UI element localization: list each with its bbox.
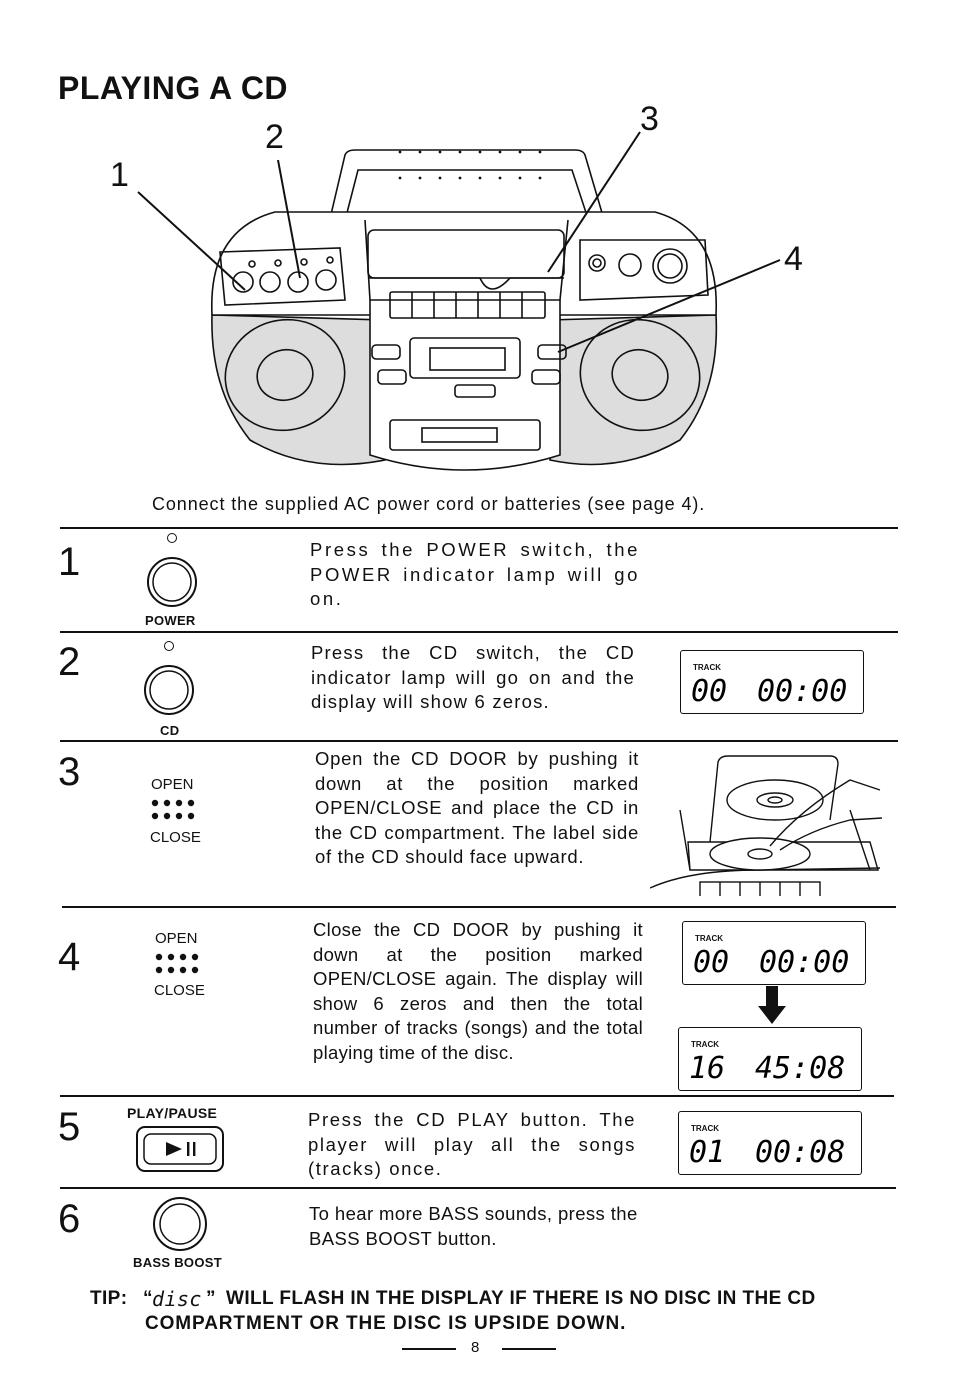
lcd-display: TRACK 00 00:00 (682, 921, 866, 985)
step-6-text: To hear more BASS sounds, press the BASS… (309, 1203, 638, 1249)
open-label: OPEN (155, 930, 198, 947)
play-pause-button-label: PLAY/PAUSE (127, 1105, 218, 1121)
lcd-time: 00:08 (755, 1135, 845, 1168)
step-number-6: 6 (58, 1197, 81, 1241)
track-label: TRACK (695, 934, 723, 943)
lcd-track: 00 (693, 945, 729, 978)
boombox-illustration (137, 131, 781, 471)
step-5-text: Press the CD PLAY button. The player wil… (308, 1109, 636, 1179)
divider (62, 906, 896, 908)
divider (60, 1095, 894, 1097)
step-4-text: Close the CD DOOR by pushing it down at … (313, 919, 643, 1063)
lcd-track: 01 (689, 1135, 725, 1168)
step-1-text: Press the POWER switch, the POWER indica… (310, 539, 640, 609)
arrow-down-icon (758, 986, 786, 1024)
power-button-icon (147, 533, 197, 607)
close-label: CLOSE (154, 982, 205, 999)
lcd-time: 45:08 (755, 1051, 845, 1084)
lcd-digits: 00 00:00 (693, 945, 849, 978)
step-number-3: 3 (58, 750, 81, 794)
bass-boost-button-label: BASS BOOST (133, 1255, 222, 1270)
tip-close-quote: ” (206, 1288, 216, 1309)
power-button-label: POWER (145, 613, 196, 628)
open-label: OPEN (151, 776, 194, 793)
lcd-digits: 00 00:00 (691, 674, 847, 707)
play-pause-button-icon (136, 1126, 224, 1172)
step-3-text: Open the CD DOOR by pushing it down at t… (315, 748, 639, 867)
step-number-5: 5 (58, 1105, 81, 1149)
tip-label: TIP: (90, 1288, 128, 1309)
lcd-time: 00:00 (757, 674, 847, 707)
open-close-dots-icon (155, 953, 199, 974)
cd-button-label: CD (160, 723, 180, 738)
close-label: CLOSE (150, 829, 201, 846)
track-label: TRACK (693, 663, 721, 672)
cd-loading-illustration (650, 755, 882, 896)
bass-boost-button-icon (153, 1197, 207, 1251)
callout-3: 3 (640, 100, 659, 138)
step-2-text: Press the CD switch, the CD indicator la… (311, 642, 635, 712)
lcd-display: TRACK 01 00:08 (678, 1111, 862, 1175)
callout-1: 1 (110, 156, 129, 194)
step-number-1: 1 (58, 540, 81, 584)
lcd-track: 00 (691, 674, 727, 707)
page-title: PLAYING A CD (58, 70, 289, 106)
play-icon (166, 1142, 182, 1156)
tip-line-2: COMPARTMENT OR THE DISC IS UPSIDE DOWN. (145, 1313, 627, 1334)
power-caption: Connect the supplied AC power cord or ba… (152, 494, 706, 514)
divider (60, 1187, 896, 1189)
track-label: TRACK (691, 1124, 719, 1133)
divider (60, 740, 898, 742)
track-label: TRACK (691, 1040, 719, 1049)
tip-line-1: WILL FLASH IN THE DISPLAY IF THERE IS NO… (226, 1288, 816, 1309)
step-number-2: 2 (58, 640, 81, 684)
lcd-display: TRACK 16 45:08 (678, 1027, 862, 1091)
lcd-track: 16 (689, 1051, 725, 1084)
lcd-disc-word: disc (152, 1287, 202, 1311)
divider (60, 527, 898, 529)
page-number: 8 (471, 1339, 480, 1356)
lcd-display: TRACK 00 00:00 (680, 650, 864, 714)
lcd-digits: 16 45:08 (689, 1051, 845, 1084)
callout-4: 4 (784, 240, 803, 278)
page-rule-left (402, 1348, 456, 1350)
lcd-digits: 01 00:08 (689, 1135, 845, 1168)
tip-open-quote: “ (143, 1288, 153, 1309)
lcd-time: 00:00 (759, 945, 849, 978)
divider (60, 631, 898, 633)
step-number-4: 4 (58, 935, 81, 979)
cd-button-icon (144, 641, 194, 715)
page-rule-right (502, 1348, 556, 1350)
callout-2: 2 (265, 118, 284, 156)
open-close-dots-icon (151, 799, 195, 820)
